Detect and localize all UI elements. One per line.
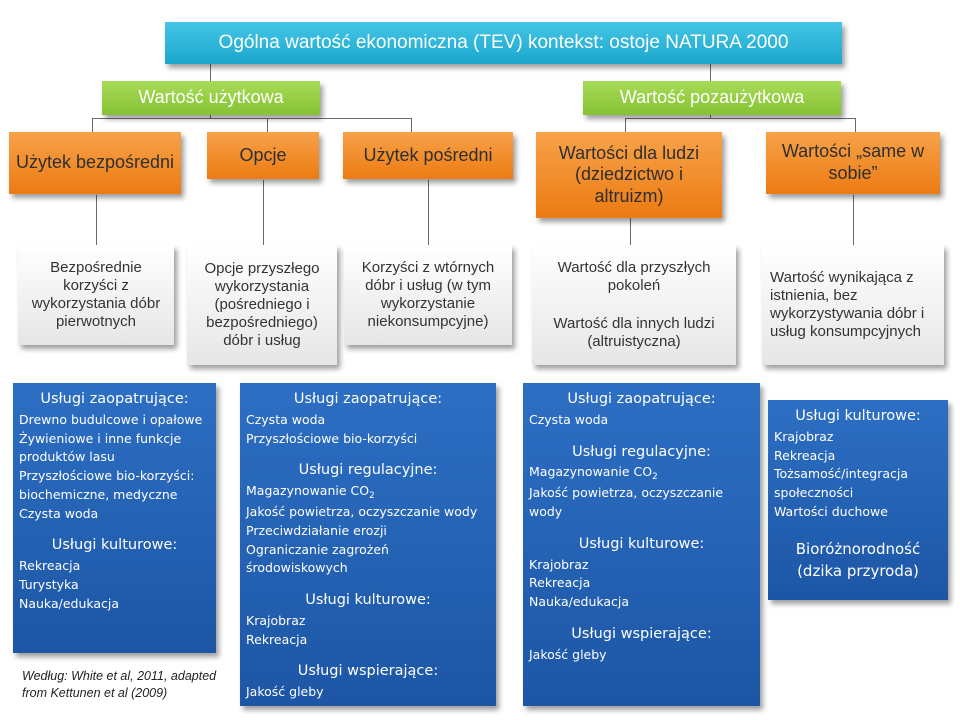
diagram-title-text: Ogólna wartość ekonomiczna (TEV) konteks… <box>218 31 789 53</box>
connector-use-d2 <box>411 118 412 132</box>
connector-use-bar <box>92 118 412 119</box>
service-item: Krajobraz <box>529 556 589 572</box>
service-item: Przyszłościowe bio-korzyści <box>246 430 418 446</box>
desc-indirect-use: Korzyści z wtórnych dóbr i usług (w tym … <box>344 245 512 345</box>
services-heading-provisioning: Usługi zaopatrujące: <box>567 391 716 407</box>
category-values-for-people: Wartości dla ludzi (dziedzictwo i altrui… <box>536 132 722 218</box>
service-item: Rekreacja <box>529 575 591 591</box>
services-heading-cultural: Usługi kulturowe: <box>305 592 431 609</box>
desc-altruistic: Wartość dla innych ludzi (altruistyczna) <box>553 315 715 350</box>
category-values-for-people-label: Wartości dla ludzi (dziedzictwo i altrui… <box>558 142 700 206</box>
connector-title-use <box>210 64 211 81</box>
category-direct-use-label: Użytek bezpośredni <box>15 152 175 173</box>
service-item: Krajobraz <box>246 612 306 628</box>
services-heading-cultural: Usługi kulturowe: <box>51 537 178 554</box>
connector-cat-desc-2 <box>428 180 429 245</box>
service-item: Czysta woda <box>529 411 609 427</box>
service-item: Czysta woda <box>246 411 326 427</box>
connector-nonuse-bar <box>625 118 855 119</box>
services-heading-regulating: Usługi regulacyjne: <box>298 462 438 479</box>
service-item-co2-text: Magazynowanie CO <box>529 464 653 480</box>
service-item: Drewno budulcowe i opałowe <box>19 411 203 427</box>
services-heading-cultural: Usługi kulturowe: <box>578 535 705 552</box>
connector-nonuse-d4 <box>855 118 856 132</box>
service-item: Ograniczanie zagrożeń środowiskowych <box>246 541 389 576</box>
desc-direct-use-text: Bezpośrednie korzyści z wykorzystania dó… <box>31 259 161 330</box>
connector-cat-desc-1 <box>263 180 264 245</box>
category-intrinsic-values: Wartości „same w sobie” <box>766 132 940 194</box>
category-intrinsic-values-label: Wartości „same w sobie” <box>781 141 925 183</box>
services-column-intrinsic: Usługi kulturowe: Krajobraz Rekreacja To… <box>768 400 948 600</box>
category-options-label: Opcje <box>239 144 287 165</box>
category-direct-use: Użytek bezpośredni <box>9 132 181 194</box>
services-column-options-indirect: Usługi zaopatrujące: Czysta woda Przyszł… <box>240 383 496 706</box>
service-item: Jakość gleby <box>529 646 607 662</box>
services-heading-cultural: Usługi kulturowe: <box>795 408 921 424</box>
service-item-co2-subscript: 2 <box>652 472 658 483</box>
desc-values-for-people: Wartość dla przyszłych pokoleń Wartość d… <box>532 245 736 365</box>
service-item-co2-subscript: 2 <box>369 491 375 502</box>
service-item: Jakość powietrza, oczyszczanie wody <box>529 485 724 520</box>
connector-nonuse-d3 <box>625 118 626 132</box>
connector-use-drop <box>210 114 211 119</box>
group-use-value-label: Wartość użytkowa <box>138 87 284 108</box>
services-heading-provisioning: Usługi zaopatrujące: <box>293 391 443 407</box>
connector-title-nonuse <box>710 64 711 81</box>
services-heading-biodiversity: Bioróżnorodność (dzika przyroda) <box>795 539 921 581</box>
connector-use-d1 <box>267 118 268 132</box>
service-item: Rekreacja <box>774 447 836 463</box>
group-nonuse-value-label: Wartość pozaużytkowa <box>619 87 805 108</box>
services-heading-supporting: Usługi wspierające: <box>571 625 712 642</box>
services-column-values-for-people: Usługi zaopatrujące: Czysta woda Usługi … <box>523 383 760 706</box>
category-indirect-use: Użytek pośredni <box>343 132 513 179</box>
connector-cat-desc-4 <box>853 195 854 245</box>
desc-future-generations: Wartość dla przyszłych pokoleń <box>557 259 711 294</box>
service-item-co2: Magazynowanie CO2 <box>246 482 490 503</box>
group-use-value: Wartość użytkowa <box>102 81 320 115</box>
diagram-title: Ogólna wartość ekonomiczna (TEV) konteks… <box>165 22 842 64</box>
service-item: Przyszłościowe bio-korzyści: biochemiczn… <box>19 468 195 502</box>
service-item: Tożsamość/integracja społeczności <box>774 466 909 500</box>
service-item: Krajobraz <box>774 428 834 444</box>
source-citation: Według: White et al, 2011, adapted from … <box>22 669 217 700</box>
category-options: Opcje <box>207 132 319 179</box>
desc-direct-use: Bezpośrednie korzyści z wykorzystania dó… <box>18 245 174 345</box>
service-item: Rekreacja <box>19 558 81 573</box>
service-item-co2-text: Magazynowanie CO <box>246 483 370 498</box>
service-item: Turystyka <box>19 576 79 592</box>
connector-cat-desc-0 <box>96 195 97 245</box>
category-indirect-use-label: Użytek pośredni <box>363 144 493 165</box>
services-heading-supporting: Usługi wspierające: <box>297 663 439 680</box>
service-item: Jakość gleby <box>246 684 324 700</box>
desc-intrinsic-values: Wartość wynikająca z istnienia, bez wyko… <box>762 245 944 365</box>
service-item: Żywieniowe i inne funkcje produktów lasu <box>19 430 182 465</box>
desc-indirect-use-text: Korzyści z wtórnych dóbr i usług (w tym … <box>361 259 495 330</box>
services-heading-regulating: Usługi regulacyjne: <box>572 443 711 460</box>
services-heading-provisioning: Usługi zaopatrujące: <box>40 391 189 407</box>
service-item: Przeciwdziałanie erozji <box>246 522 387 538</box>
services-column-direct-use: Usługi zaopatrujące: Drewno budulcowe i … <box>13 383 216 653</box>
service-item: Jakość powietrza, oczyszczanie wody <box>246 504 478 520</box>
desc-intrinsic-values-text: Wartość wynikająca z istnienia, bez wyko… <box>770 269 925 340</box>
service-item: Czysta woda <box>19 505 99 521</box>
connector-nonuse-drop <box>710 114 711 119</box>
service-item-co2: Magazynowanie CO2 <box>529 463 754 484</box>
desc-options: Opcje przyszłego wykorzystania (pośredni… <box>187 245 337 365</box>
service-item: Nauka/edukacja <box>19 595 120 611</box>
connector-cat-desc-3 <box>630 218 631 245</box>
service-item: Rekreacja <box>246 631 308 647</box>
group-nonuse-value: Wartość pozaużytkowa <box>583 81 841 115</box>
service-item: Nauka/edukacja <box>529 594 630 610</box>
connector-use-d0 <box>92 118 93 132</box>
service-item: Wartości duchowe <box>774 503 888 519</box>
desc-options-text: Opcje przyszłego wykorzystania (pośredni… <box>204 260 320 349</box>
